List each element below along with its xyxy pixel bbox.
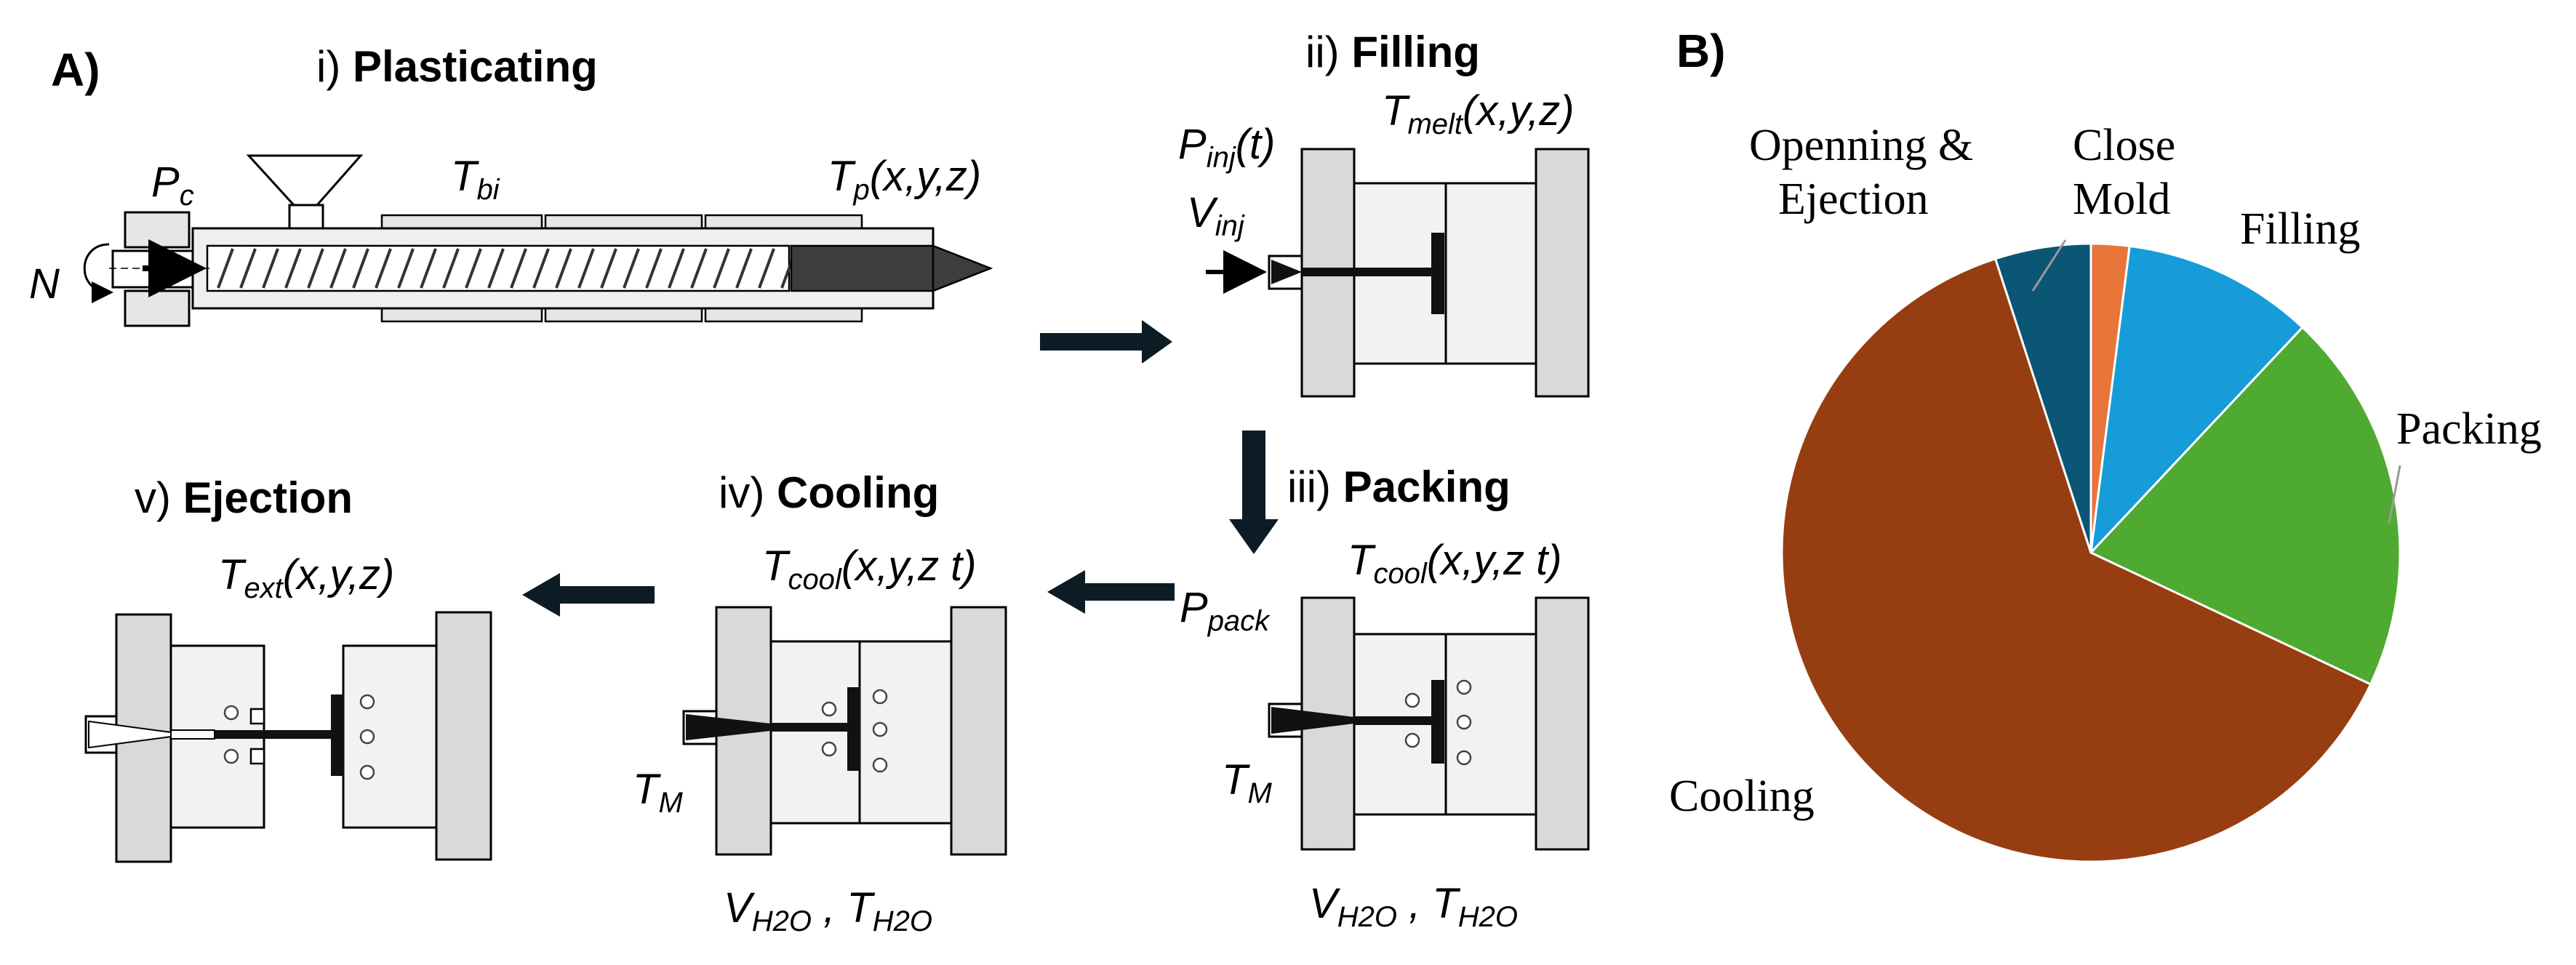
leader-line-packing — [2388, 465, 2401, 524]
text-label: Text(x,y,z) — [218, 551, 394, 604]
filling-mold — [1206, 148, 1590, 398]
pie-label-filling: Filling — [2240, 204, 2360, 254]
cooling-mold — [682, 606, 1007, 856]
pie-slice-cooling — [1780, 257, 2372, 863]
pie-label-packing: Packing — [2396, 404, 2542, 454]
step-packing-title: iii) Packing — [1287, 463, 1511, 511]
pinj-label: Pinj(t) — [1178, 121, 1275, 174]
n-label: N — [29, 260, 60, 308]
pie-label-cooling: Cooling — [1669, 772, 1815, 821]
packing-mold — [1268, 596, 1590, 851]
packing-tm-label: TM — [1222, 756, 1272, 809]
pc-label: Pc — [151, 159, 194, 212]
extruder-diagram — [83, 154, 993, 327]
pie-label-openning-ejection: Openning &Ejection — [1749, 121, 1973, 224]
step-cooling-title: iv) Cooling — [719, 468, 939, 517]
packing-tcool-label: Tcool(x,y,z t) — [1348, 537, 1562, 590]
cooling-water-label: VH2O , TH2O — [724, 884, 932, 937]
pie-slice-filling — [2089, 244, 2305, 556]
ppack-label: Ppack — [1180, 584, 1271, 637]
panel-a-label: A) — [51, 44, 100, 96]
tbi-label: Tbi — [451, 153, 500, 206]
pie-slice-openning-ejection — [1993, 242, 2092, 553]
tmelt-label: Tmelt(x,y,z) — [1382, 87, 1575, 140]
leader-line-close-mold — [2031, 239, 2067, 292]
tp-label: Tp(x,y,z) — [828, 153, 981, 206]
cooling-tm-label: TM — [633, 766, 683, 819]
step-filling-title: ii) Filling — [1305, 28, 1480, 76]
panel-b-label: B) — [1676, 25, 1726, 77]
cooling-tcool-label: Tcool(x,y,z t) — [762, 542, 977, 596]
vinj-label: Vinj — [1187, 189, 1245, 242]
flow-arrows — [522, 320, 1279, 617]
step-plasticating-title: i) Plasticating — [316, 42, 598, 91]
packing-water-label: VH2O , TH2O — [1309, 880, 1518, 933]
step-ejection-title: v) Ejection — [135, 473, 353, 522]
ejection-mold — [84, 611, 492, 863]
